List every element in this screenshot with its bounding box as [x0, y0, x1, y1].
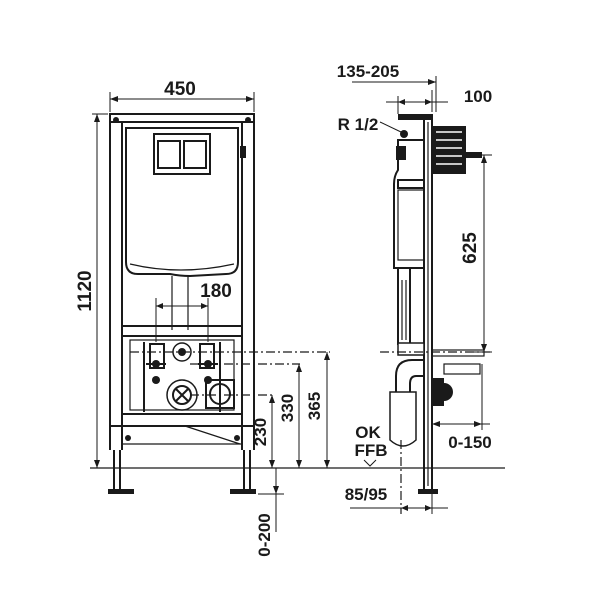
flush-button-right	[183, 140, 207, 169]
flush-pipe	[171, 276, 189, 330]
floor-reference: OK FFB	[354, 423, 388, 467]
floor-label-line1: OK	[355, 423, 381, 442]
side-flush-pipe	[397, 268, 425, 356]
side-wall-bracket	[432, 126, 482, 174]
foot-adjust-label: 0-200	[255, 513, 274, 556]
front-view: 450 1120 180 230	[75, 79, 505, 557]
supply-height-label: 365	[305, 392, 324, 420]
frame-feet	[108, 435, 256, 494]
outlet-spacing-dimension: 180	[155, 281, 232, 342]
outlet-spacing-label: 180	[200, 281, 232, 302]
floor-label-line2: FFB	[354, 441, 387, 460]
side-drain-elbow	[389, 349, 485, 447]
wall-offset-label: 0-150	[448, 433, 491, 452]
connector-label: R 1/2	[338, 115, 379, 134]
depth-dimension: 135-205	[337, 62, 437, 112]
outlet-height-dimension: 330	[278, 364, 302, 468]
supply-height-dimension: 365	[305, 352, 330, 468]
connector-callout: R 1/2	[338, 115, 402, 134]
top-offset-dimension: 100	[386, 87, 492, 114]
side-cistern	[393, 114, 432, 269]
width-dimension: 450	[109, 79, 255, 112]
top-offset-label: 100	[464, 87, 492, 106]
centerlines	[130, 351, 330, 396]
bolt-height-label: 625	[460, 232, 481, 264]
drain-height-dimension: 230	[251, 395, 275, 468]
wall-offset-dimension: 0-150	[432, 364, 492, 452]
top-bracket	[398, 114, 432, 120]
width-label: 450	[164, 79, 196, 100]
pipe-dimension: 85/95	[345, 485, 448, 514]
pipe-label: 85/95	[345, 485, 388, 504]
foot-adjust-dimension: 0-200	[255, 468, 284, 557]
depth-label: 135-205	[337, 62, 399, 81]
connection-block	[129, 339, 235, 412]
outlet-height-label: 330	[278, 394, 297, 422]
height-label: 1120	[75, 270, 96, 311]
side-view: 135-205 100 R 1/2 625 OK FFB	[337, 62, 492, 514]
height-dimension: 1120	[75, 113, 108, 468]
drain-height-label: 230	[251, 418, 270, 446]
cistern	[125, 127, 246, 278]
flush-plate-opening	[153, 133, 211, 175]
connector-valve	[400, 130, 408, 138]
flush-button-left	[157, 140, 181, 169]
bolt-height-dimension: 625	[460, 154, 492, 353]
